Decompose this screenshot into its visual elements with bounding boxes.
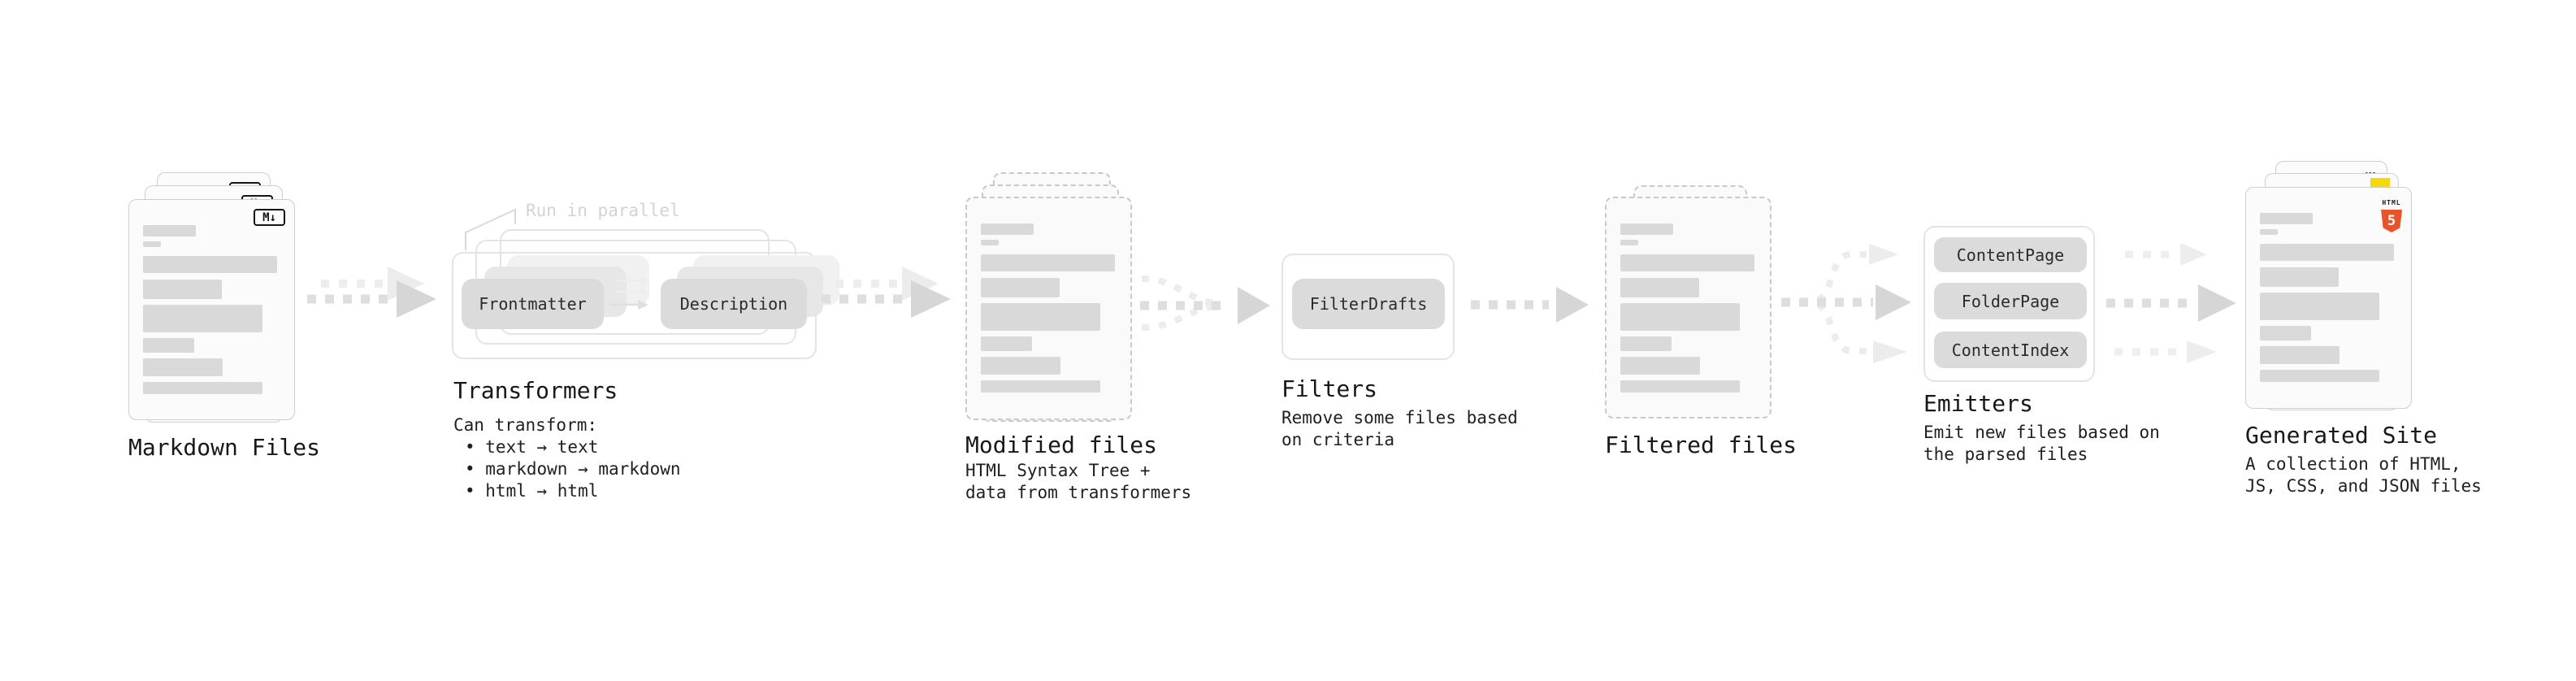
markdown-files-label: Markdown Files [128, 434, 321, 461]
description-box: Description [661, 279, 807, 329]
filtered-files-label: Filtered files [1605, 432, 1798, 458]
text-line-placeholder [143, 305, 262, 332]
text-line-placeholder [143, 280, 222, 299]
text-line-placeholder [2260, 293, 2379, 320]
text-line-placeholder [1620, 303, 1740, 331]
transform-bullet-markdown: • markdown → markdown [465, 459, 681, 479]
text-line-placeholder [981, 357, 1060, 375]
text-line-placeholder [143, 241, 161, 247]
modified-doc-front [965, 197, 1132, 420]
text-line-placeholder [2260, 213, 2313, 224]
emitter-content-index-box: ContentIndex [1934, 332, 2087, 368]
transformers-title: Transformers [453, 377, 618, 404]
emitter-content-page-box: ContentPage [1934, 237, 2087, 272]
arrow-filtered-to-emitters [1781, 244, 1911, 363]
emitter-folder-page-box: FolderPage [1934, 283, 2087, 319]
arrow-markdown-to-transformers [307, 267, 436, 318]
emitters-desc: Emit new files based on the parsed files [1923, 423, 2160, 464]
filters-desc: Remove some files based on criteria [1281, 408, 1518, 449]
transform-bullet-text: • text → text [465, 437, 599, 457]
transform-bullet-html: • html → html [465, 481, 599, 501]
arrow-filters-to-filtered [1471, 287, 1589, 323]
text-line-placeholder [1620, 357, 1700, 375]
frontmatter-box: Frontmatter [462, 279, 604, 329]
filter-drafts-box: FilterDrafts [1292, 279, 1445, 329]
text-line-placeholder [143, 382, 262, 394]
text-line-placeholder [143, 338, 194, 353]
text-line-placeholder [1620, 278, 1699, 297]
text-line-placeholder [981, 240, 999, 245]
generated-doc-front: HTML 5 [2245, 187, 2412, 409]
markdown-doc-front: M↓ [128, 199, 295, 420]
doc-content-placeholder [1620, 198, 1759, 393]
text-line-placeholder [143, 358, 223, 376]
run-in-parallel-callout-line [465, 208, 516, 250]
text-line-placeholder [981, 254, 1115, 271]
text-line-placeholder [2260, 267, 2339, 287]
text-line-placeholder [143, 256, 277, 273]
arrow-emitters-to-generated [2106, 243, 2236, 363]
text-line-placeholder [981, 278, 1060, 297]
modified-files-desc: HTML Syntax Tree + data from transformer… [965, 461, 1192, 502]
text-line-placeholder [2260, 370, 2379, 382]
generated-site-label: Generated Site [2245, 422, 2438, 449]
filters-title: Filters [1281, 375, 1378, 402]
modified-files-label: Modified files [965, 432, 1158, 458]
text-line-placeholder [981, 336, 1032, 351]
markdown-icon: M↓ [254, 209, 285, 226]
text-line-placeholder [1620, 223, 1673, 235]
parallel-transform-arrows [610, 276, 650, 310]
arrow-modified-to-filters [1140, 275, 1270, 331]
doc-content-placeholder [143, 200, 283, 394]
emitters-title: Emitters [1923, 390, 2033, 417]
text-line-placeholder [143, 225, 196, 236]
text-line-placeholder [2260, 244, 2394, 261]
text-line-placeholder [1620, 240, 1638, 245]
text-line-placeholder [981, 380, 1100, 393]
run-in-parallel-note: Run in parallel [526, 201, 680, 220]
doc-content-placeholder [2260, 188, 2400, 382]
text-line-placeholder [981, 223, 1034, 235]
filtered-doc-front [1605, 197, 1772, 419]
text-line-placeholder [2260, 326, 2311, 340]
html5-logo-icon: HTML 5 [2381, 193, 2402, 232]
text-line-placeholder [2260, 346, 2340, 364]
text-line-placeholder [2260, 229, 2278, 235]
text-line-placeholder [1620, 380, 1740, 393]
arrow-transformers-to-modified [822, 267, 951, 318]
generated-site-desc: A collection of HTML, JS, CSS, and JSON … [2245, 454, 2482, 496]
doc-content-placeholder [981, 198, 1119, 393]
js-file-icon [2370, 178, 2390, 189]
transformers-desc: Can transform: [453, 415, 598, 435]
text-line-placeholder [1620, 336, 1672, 351]
text-line-placeholder [1620, 254, 1754, 271]
text-line-placeholder [981, 303, 1100, 331]
